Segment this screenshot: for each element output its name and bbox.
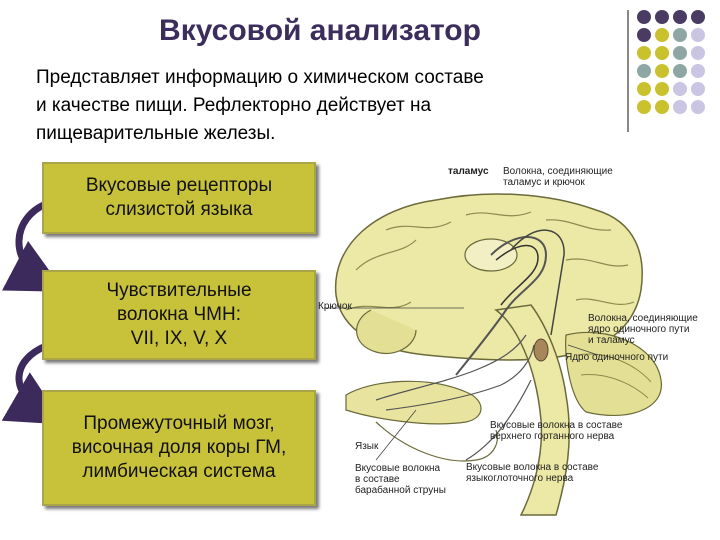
label-nucleus: Ядро одиночного пути <box>565 352 669 363</box>
dot <box>673 10 687 24</box>
dot <box>691 64 705 78</box>
divider-line <box>627 10 629 132</box>
dot <box>655 46 669 60</box>
label-line: Вкусовые волокна в составе <box>466 462 599 473</box>
label-line: Вкусовые волокна <box>355 463 441 474</box>
lead-text: Представляет информацию о химическом сос… <box>36 64 616 148</box>
box-line: VII, IX, V, X <box>130 328 228 349</box>
label-tongue: Язык <box>355 441 379 452</box>
label-line: Вкусовые волокна в составе <box>490 420 623 431</box>
dot <box>673 82 687 96</box>
brain-illustration <box>324 193 662 516</box>
dot <box>637 64 651 78</box>
dot <box>637 82 651 96</box>
dot <box>655 28 669 42</box>
label-upper-laryngeal: Вкусовые волокна в составе верхнего горт… <box>490 420 622 442</box>
label-line: верхнего гортанного нерва <box>490 431 615 442</box>
dot <box>655 10 669 24</box>
label-hook: Крючок <box>318 301 352 312</box>
dot <box>691 10 705 24</box>
label-glossopharyngeal: Вкусовые волокна в составе языкоглоточно… <box>466 462 598 484</box>
slide-title: Вкусовой анализатор <box>159 14 481 47</box>
dot <box>637 100 651 114</box>
arrow-1-to-2 <box>1 200 65 292</box>
dot <box>691 46 705 60</box>
dot <box>637 28 651 42</box>
lead-line-3: пищеварительные железы. <box>36 123 276 144</box>
box-line: Чувствительные <box>106 280 252 301</box>
dot <box>655 100 669 114</box>
label-line: Волокна, соединяющие <box>503 166 613 177</box>
box-line: слизистой языка <box>105 199 253 220</box>
label-line: Волокна, соединяющие <box>588 313 698 324</box>
label-tympanic: Вкусовые волокна в составе барабанной ст… <box>355 463 446 496</box>
box-line: височная доля коры ГМ, <box>71 437 287 458</box>
dot <box>673 64 687 78</box>
label-line: ядро одиночного пути <box>588 324 690 335</box>
dot <box>691 82 705 96</box>
box-line: лимбическая система <box>82 461 276 482</box>
arrow-2-to-3 <box>1 342 65 425</box>
box-line: Промежуточный мозг, <box>83 413 275 434</box>
dot <box>691 100 705 114</box>
label-line: языкоглоточного нерва <box>466 473 574 484</box>
dot <box>655 64 669 78</box>
box-line: волокна ЧМН: <box>116 304 242 325</box>
box-sensory-fibers: Чувствительные волокна ЧМН: VII, IX, V, … <box>42 270 316 360</box>
label-talamus: таламус <box>448 166 489 177</box>
label-fibers-talamus-hook: Волокна, соединяющие таламус и крючок <box>503 166 613 188</box>
label-line: в составе <box>355 474 400 485</box>
dot <box>655 82 669 96</box>
dot <box>673 100 687 114</box>
dot <box>673 46 687 60</box>
box-taste-receptors: Вкусовые рецепторы слизистой языка <box>42 162 316 234</box>
label-line: барабанной струны <box>355 485 446 496</box>
lead-line-1: Представляет информацию о химическом сос… <box>36 67 484 88</box>
dot <box>673 28 687 42</box>
label-line: таламус и крючок <box>503 177 585 188</box>
label-fibers-nucleus: Волокна, соединяющие ядро одиночного пут… <box>588 313 698 346</box>
lead-line-2: и качестве пищи. Рефлекторно действует н… <box>36 95 432 116</box>
dot <box>637 46 651 60</box>
dot <box>637 10 651 24</box>
box-diencephalon: Промежуточный мозг, височная доля коры Г… <box>42 390 316 506</box>
box-line: Вкусовые рецепторы <box>85 175 273 196</box>
dot <box>691 28 705 42</box>
label-line: и таламус <box>588 335 635 346</box>
